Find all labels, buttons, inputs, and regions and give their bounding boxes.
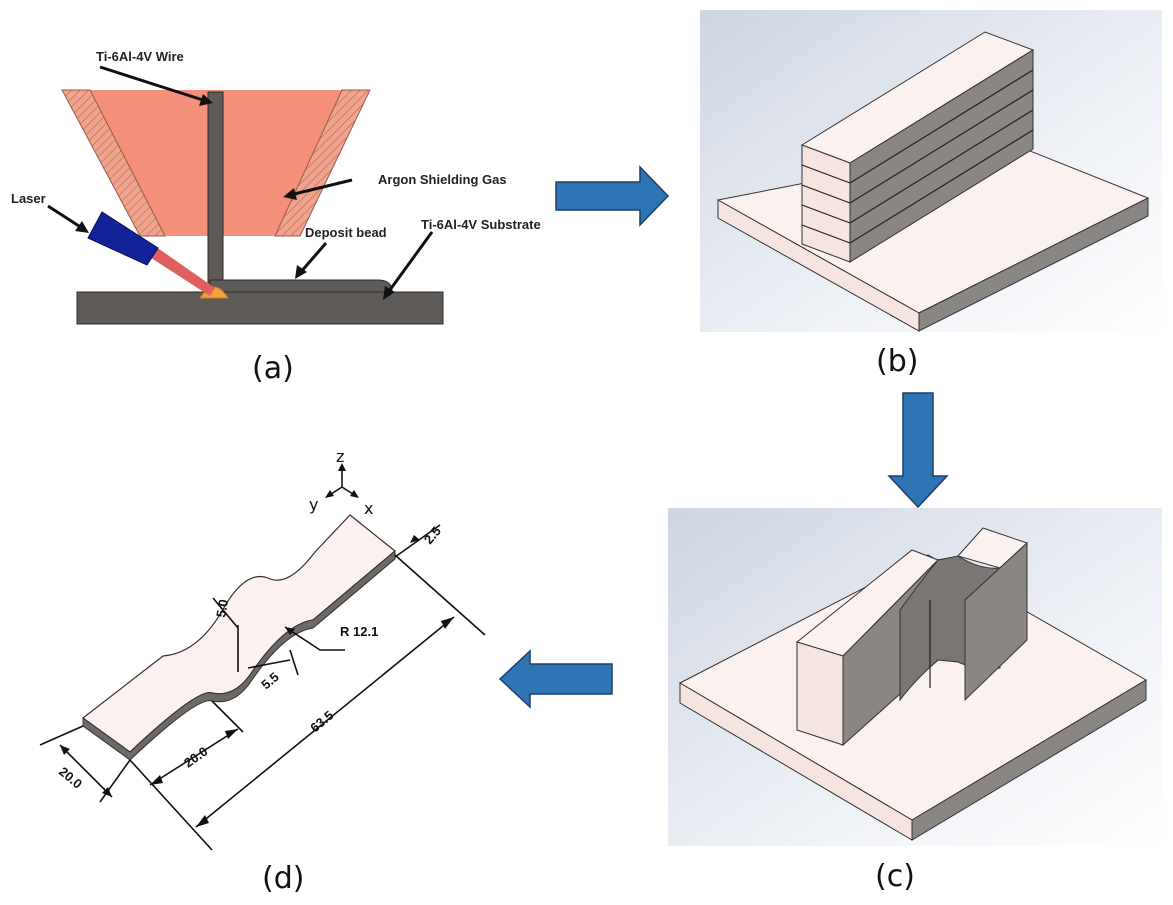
arrow-a-to-b xyxy=(555,165,670,227)
wire-leader xyxy=(99,65,207,103)
b-layer-8 xyxy=(801,224,851,244)
caption-d: (d) xyxy=(262,861,304,896)
arrowhead-3 xyxy=(150,775,163,785)
axes-heads xyxy=(325,463,359,498)
dim-gauge-v xyxy=(212,597,239,629)
b-layer-1 xyxy=(849,69,1034,184)
arrowhead-1 xyxy=(196,815,209,827)
bead-leader-head xyxy=(295,265,307,279)
dim-ext-3 xyxy=(211,700,244,733)
wire-label: Ti-6Al-4V Wire xyxy=(96,49,184,64)
dim-ext-5 xyxy=(99,759,131,803)
dim-gauge-offset xyxy=(247,659,291,669)
flow-arrows xyxy=(498,165,949,709)
dim-ext-1 xyxy=(394,554,486,636)
caption-c: (c) xyxy=(875,859,915,894)
b-layer-6 xyxy=(801,184,851,204)
axis-y-label: y xyxy=(309,495,318,514)
b-wall-end xyxy=(801,144,851,263)
dim-ext-4 xyxy=(39,725,84,746)
dim-thick xyxy=(394,524,441,558)
c-plate-side xyxy=(911,679,1147,841)
b-plate-side xyxy=(918,197,1149,332)
wire-leader-head xyxy=(199,94,213,106)
dim-grip-length-text: 20.0 xyxy=(181,744,210,771)
specimen-edge xyxy=(82,549,396,761)
axis-y-head xyxy=(325,490,334,498)
substrate-leader xyxy=(385,231,434,295)
b-layer-7 xyxy=(801,204,851,224)
dim-offset-ext xyxy=(289,649,299,676)
dim-radius-text: R 12.1 xyxy=(340,624,378,639)
axis-x-label: x xyxy=(364,499,373,518)
dim-thickness-text: 2.5 xyxy=(421,523,444,546)
dim-offset-text: 5.5 xyxy=(258,669,281,692)
nozzle-left-wall xyxy=(61,89,166,237)
dimension-lines xyxy=(39,524,486,851)
panel-c: (c) xyxy=(668,508,1162,894)
dimension-arrowheads xyxy=(60,535,454,827)
c-block-side-right xyxy=(964,541,1028,702)
gas-leader xyxy=(289,178,353,197)
laser-head xyxy=(87,211,159,266)
dim-grip xyxy=(149,728,239,786)
laser-leader-head xyxy=(75,221,89,233)
caption-a: (a) xyxy=(252,351,294,386)
caption-b: (b) xyxy=(876,344,918,379)
axis-z-label: z xyxy=(336,447,344,466)
substrate-label: Ti-6Al-4V Substrate xyxy=(421,217,541,232)
laser-leader xyxy=(47,204,83,230)
substrate-leader-head xyxy=(383,286,395,300)
panel-a: Ti-6Al-4V Wire Laser Argon Shielding Gas… xyxy=(11,49,541,386)
laser-label: Laser xyxy=(11,191,46,206)
wire xyxy=(207,91,224,291)
dim-gauge-width-text: 5.0 xyxy=(213,598,231,618)
c-block-end xyxy=(796,641,844,746)
deposit-bead-shape xyxy=(209,279,393,293)
panel-d: z y x 2.5 5.0 R 12.1 5.5 63.5 20.0 20.0 … xyxy=(39,447,486,896)
dim-grip-width-text: 20.0 xyxy=(56,764,85,792)
b-wall-side xyxy=(849,49,1034,263)
dim-ext-2 xyxy=(129,759,213,851)
arrowhead-6 xyxy=(102,787,112,797)
gas-leader-head xyxy=(283,188,297,200)
panel-b: (b) xyxy=(700,10,1162,379)
arrowhead-7 xyxy=(410,535,420,543)
dim-width xyxy=(59,744,113,798)
axis-x-head xyxy=(350,490,359,498)
b-layer-3 xyxy=(849,109,1034,224)
arrowhead-4 xyxy=(225,729,238,739)
arrowhead-2 xyxy=(441,617,454,629)
dim-overall xyxy=(195,616,455,828)
dim-total-length-text: 63.5 xyxy=(307,708,336,736)
substrate-plate xyxy=(76,291,444,325)
laser-beam xyxy=(145,244,215,296)
arrow-c-to-d xyxy=(498,649,613,709)
axes-glyph xyxy=(327,467,357,497)
arrow-b-to-c xyxy=(887,392,949,509)
radius-leader xyxy=(284,626,345,651)
bead-leader xyxy=(298,242,328,274)
axis-z-head xyxy=(338,463,346,471)
bead-label: Deposit bead xyxy=(305,225,387,240)
arrowhead-8 xyxy=(285,627,295,635)
b-layer-5 xyxy=(801,164,851,184)
b-layer-lines xyxy=(801,69,1034,244)
gas-label: Argon Shielding Gas xyxy=(378,172,507,187)
nozzle-right-wall xyxy=(274,89,371,237)
b-layer-2 xyxy=(849,89,1034,204)
b-layer-4 xyxy=(849,129,1034,244)
arrowhead-5 xyxy=(60,745,70,755)
